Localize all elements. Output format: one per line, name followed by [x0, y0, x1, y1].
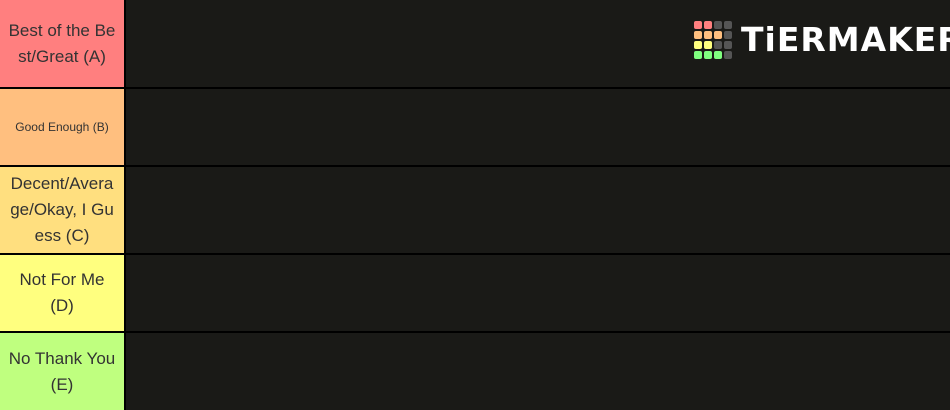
logo-grid-cell: [704, 51, 712, 59]
tier-label-d[interactable]: Not For Me (D): [0, 255, 124, 331]
tier-row-a: Best of the Best/Great (A): [0, 0, 950, 87]
tiermaker-wordmark: TiERMAKER: [741, 20, 950, 59]
tiermaker-logo-icon: [694, 21, 732, 59]
tier-label-e[interactable]: No Thank You (E): [0, 333, 124, 410]
logo-grid-cell: [724, 31, 732, 39]
logo-grid-cell: [694, 41, 702, 49]
tier-row-e: No Thank You (E): [0, 333, 950, 410]
logo-grid-cell: [724, 41, 732, 49]
logo-grid-cell: [694, 51, 702, 59]
tiermaker-watermark: TiERMAKER: [694, 20, 950, 60]
tier-label-b[interactable]: Good Enough (B): [0, 89, 124, 165]
tier-row-b: Good Enough (B): [0, 89, 950, 165]
tier-label-a[interactable]: Best of the Best/Great (A): [0, 0, 124, 87]
tier-dropzone-b[interactable]: [126, 89, 950, 165]
logo-grid-cell: [704, 41, 712, 49]
logo-grid-cell: [724, 51, 732, 59]
tier-label-c[interactable]: Decent/Average/Okay, I Guess (C): [0, 167, 124, 253]
tier-dropzone-c[interactable]: [126, 167, 950, 253]
logo-grid-cell: [694, 21, 702, 29]
logo-grid-cell: [704, 31, 712, 39]
logo-grid-cell: [714, 21, 722, 29]
tier-dropzone-e[interactable]: [126, 333, 950, 410]
logo-grid-cell: [724, 21, 732, 29]
logo-grid-cell: [714, 41, 722, 49]
tier-row-c: Decent/Average/Okay, I Guess (C): [0, 167, 950, 253]
logo-grid-cell: [714, 31, 722, 39]
logo-grid-cell: [714, 51, 722, 59]
tier-row-d: Not For Me (D): [0, 255, 950, 331]
logo-grid-cell: [694, 31, 702, 39]
tier-dropzone-a[interactable]: [126, 0, 950, 87]
logo-grid-cell: [704, 21, 712, 29]
tier-dropzone-d[interactable]: [126, 255, 950, 331]
